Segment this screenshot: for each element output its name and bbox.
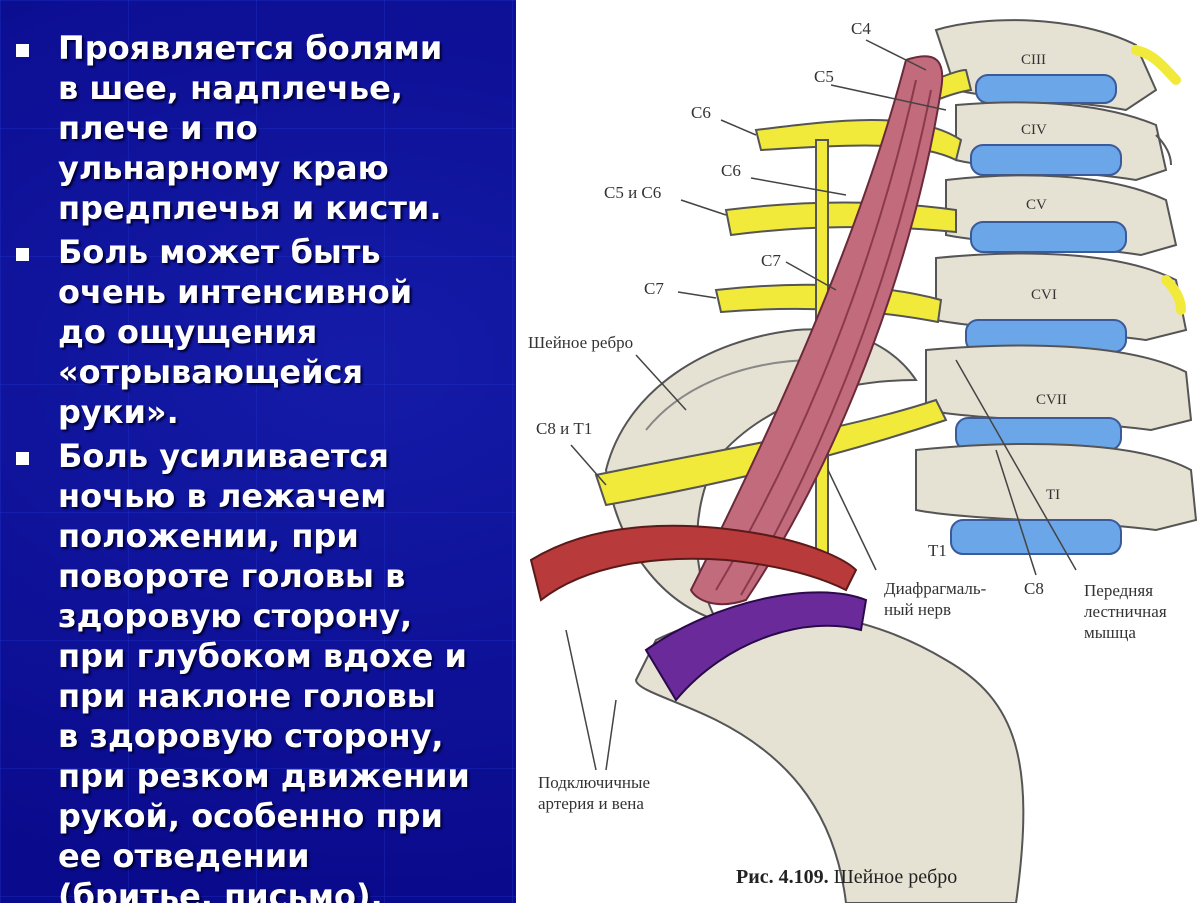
subclavian-vein xyxy=(644,591,868,702)
label-c-v: CV xyxy=(1026,197,1047,213)
disc xyxy=(970,144,1122,176)
label-c7-root: C7 xyxy=(761,251,781,270)
leader-line-artery xyxy=(565,629,597,771)
subclavian-artery xyxy=(529,524,858,602)
leader-line-c5 xyxy=(830,84,947,111)
label-c5: C5 xyxy=(814,67,834,86)
label-c-vi: CVI xyxy=(1031,287,1057,303)
leader-line-c8-low xyxy=(995,449,1037,576)
label-c8-t1: C8 и T1 xyxy=(536,419,593,438)
nerve-root-c6 xyxy=(724,201,957,237)
square-bullet-icon xyxy=(16,248,29,261)
square-bullet-icon xyxy=(16,452,29,465)
leader-line-scalene xyxy=(955,359,1077,571)
process xyxy=(1131,45,1181,85)
label-subclavian: Подключичные артерия и вена xyxy=(538,773,650,813)
cervical-rib-illustration xyxy=(529,19,1198,903)
leader-lines xyxy=(565,39,1077,771)
disc xyxy=(970,221,1127,253)
disc xyxy=(975,74,1117,104)
bullet-list: Проявляется болями в шее, надплечье, пле… xyxy=(10,28,530,903)
figure-caption: Рис. 4.109. Шейное ребро xyxy=(736,866,957,889)
bullet-text: Боль усиливается ночью в лежачем положен… xyxy=(58,437,470,903)
vertebra xyxy=(915,443,1198,532)
label-phrenic-nerve: Диафрагмаль- ный нерв xyxy=(884,579,987,619)
label-c7-left: C7 xyxy=(644,279,664,298)
bullet-item-1: Проявляется болями в шее, надплечье, пле… xyxy=(10,28,530,228)
label-t-i: TI xyxy=(1046,487,1061,503)
muscle-fiber xyxy=(715,79,917,591)
label-c6: C6 xyxy=(721,161,741,180)
leader-line-c4 xyxy=(865,39,927,71)
leader-line-c7-left xyxy=(677,291,717,299)
leader-line-c7-root xyxy=(785,261,837,291)
scalene-muscle xyxy=(689,55,944,606)
label-c-iii: CIII xyxy=(1021,52,1046,68)
label-c-vii: CVII xyxy=(1036,392,1067,408)
leader-line-phrenic xyxy=(827,469,877,571)
caption-text: Шейное ребро xyxy=(833,866,958,888)
leader-line-vein xyxy=(605,699,617,771)
label-anterior-scalene: Передняя лестничная мышца xyxy=(1084,581,1167,642)
label-c-iv: CIV xyxy=(1021,122,1047,138)
bullet-text: Боль может быть очень интенсивной до ощу… xyxy=(58,233,413,431)
label-c4: C4 xyxy=(851,19,871,38)
label-c5-c6: C5 и C6 xyxy=(604,183,662,202)
vertebral-column xyxy=(915,19,1198,555)
leader-line-c5c6 xyxy=(680,199,727,216)
label-c6-top: C6 xyxy=(691,103,711,122)
caption-number: Рис. 4.109. xyxy=(736,866,829,888)
label-c8-low: C8 xyxy=(1024,579,1044,598)
process-outline xyxy=(1155,134,1172,166)
bullet-text: Проявляется болями в шее, надплечье, пле… xyxy=(58,29,443,227)
bullet-item-2: Боль может быть очень интенсивной до ощу… xyxy=(10,232,530,432)
label-cervical-rib: Шейное ребро xyxy=(528,333,634,352)
leader-line-cervical-rib xyxy=(635,354,687,411)
muscle-fiber xyxy=(740,89,932,596)
rib-shading xyxy=(645,359,817,431)
leader-line-c6-top xyxy=(720,119,757,136)
disc xyxy=(950,519,1122,555)
leader-line-c8t1 xyxy=(570,444,607,486)
vertebra xyxy=(925,344,1193,432)
process xyxy=(1161,275,1186,315)
bullet-item-3: Боль усиливается ночью в лежачем положен… xyxy=(10,436,530,903)
anatomy-figure: C4 C5 C6 C6 C5 и C6 C7 C7 Шейное ребро C… xyxy=(516,0,1200,903)
leader-line-c6 xyxy=(750,177,847,196)
label-t1-low: T1 xyxy=(928,541,947,560)
square-bullet-icon xyxy=(16,44,29,57)
